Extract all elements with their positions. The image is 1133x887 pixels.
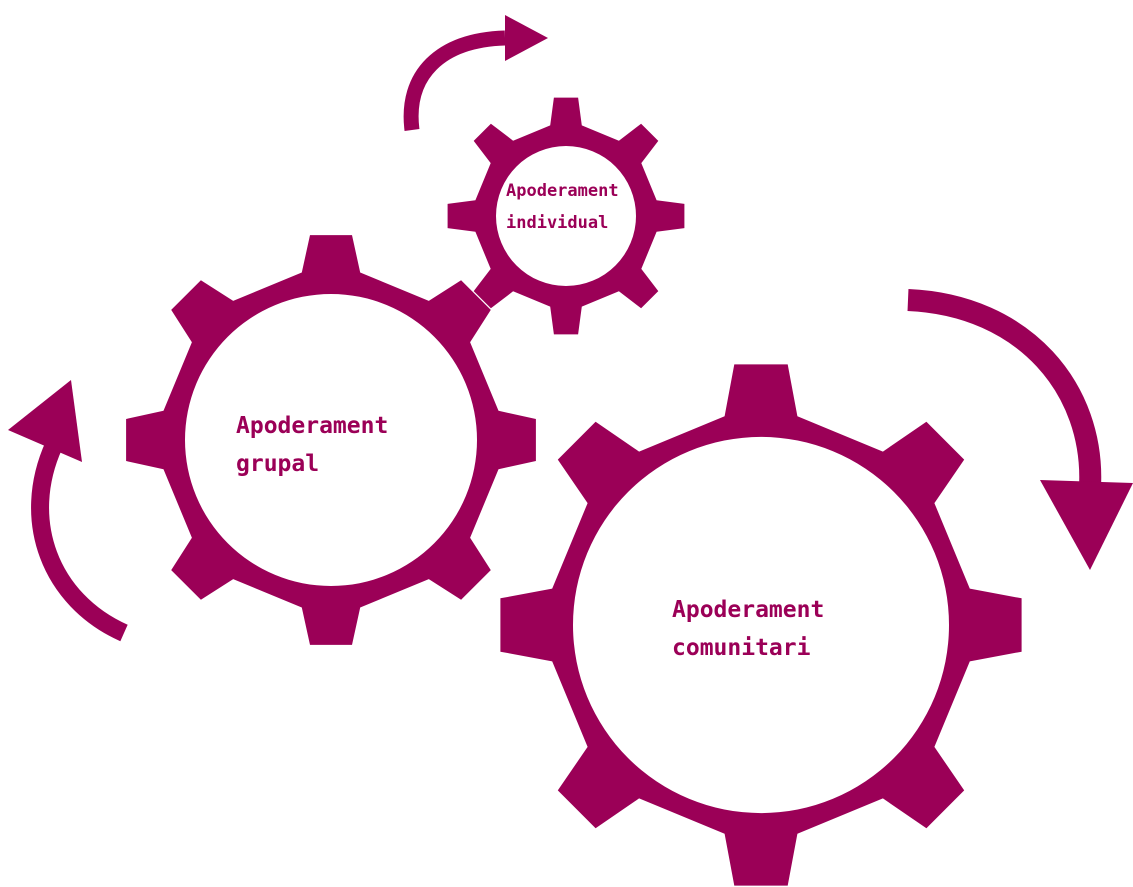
arrow-individual-shaft xyxy=(403,30,506,131)
arrow-layer xyxy=(8,15,1133,642)
label-layer: Apoderament individual Apoderament grupa… xyxy=(236,181,838,661)
gear-layer xyxy=(126,97,1022,886)
arrow-grupal xyxy=(8,380,128,642)
gear-grupal xyxy=(126,235,536,645)
arrow-grupal-shaft xyxy=(31,441,128,642)
arrow-individual xyxy=(403,15,548,131)
arrow-comunitari xyxy=(907,289,1133,570)
gear-individual-label: Apoderament individual xyxy=(506,181,629,233)
gear-individual xyxy=(447,97,685,335)
arrow-comunitari-shaft xyxy=(907,289,1102,488)
gear-grupal-label: Apoderament grupal xyxy=(236,413,402,477)
gear-comunitari-label: Apoderament comunitari xyxy=(672,597,838,661)
arrow-comunitari-head xyxy=(1040,480,1133,570)
arrow-grupal-head xyxy=(8,380,82,462)
arrow-individual-head xyxy=(505,15,548,61)
gear-comunitari xyxy=(500,364,1022,886)
